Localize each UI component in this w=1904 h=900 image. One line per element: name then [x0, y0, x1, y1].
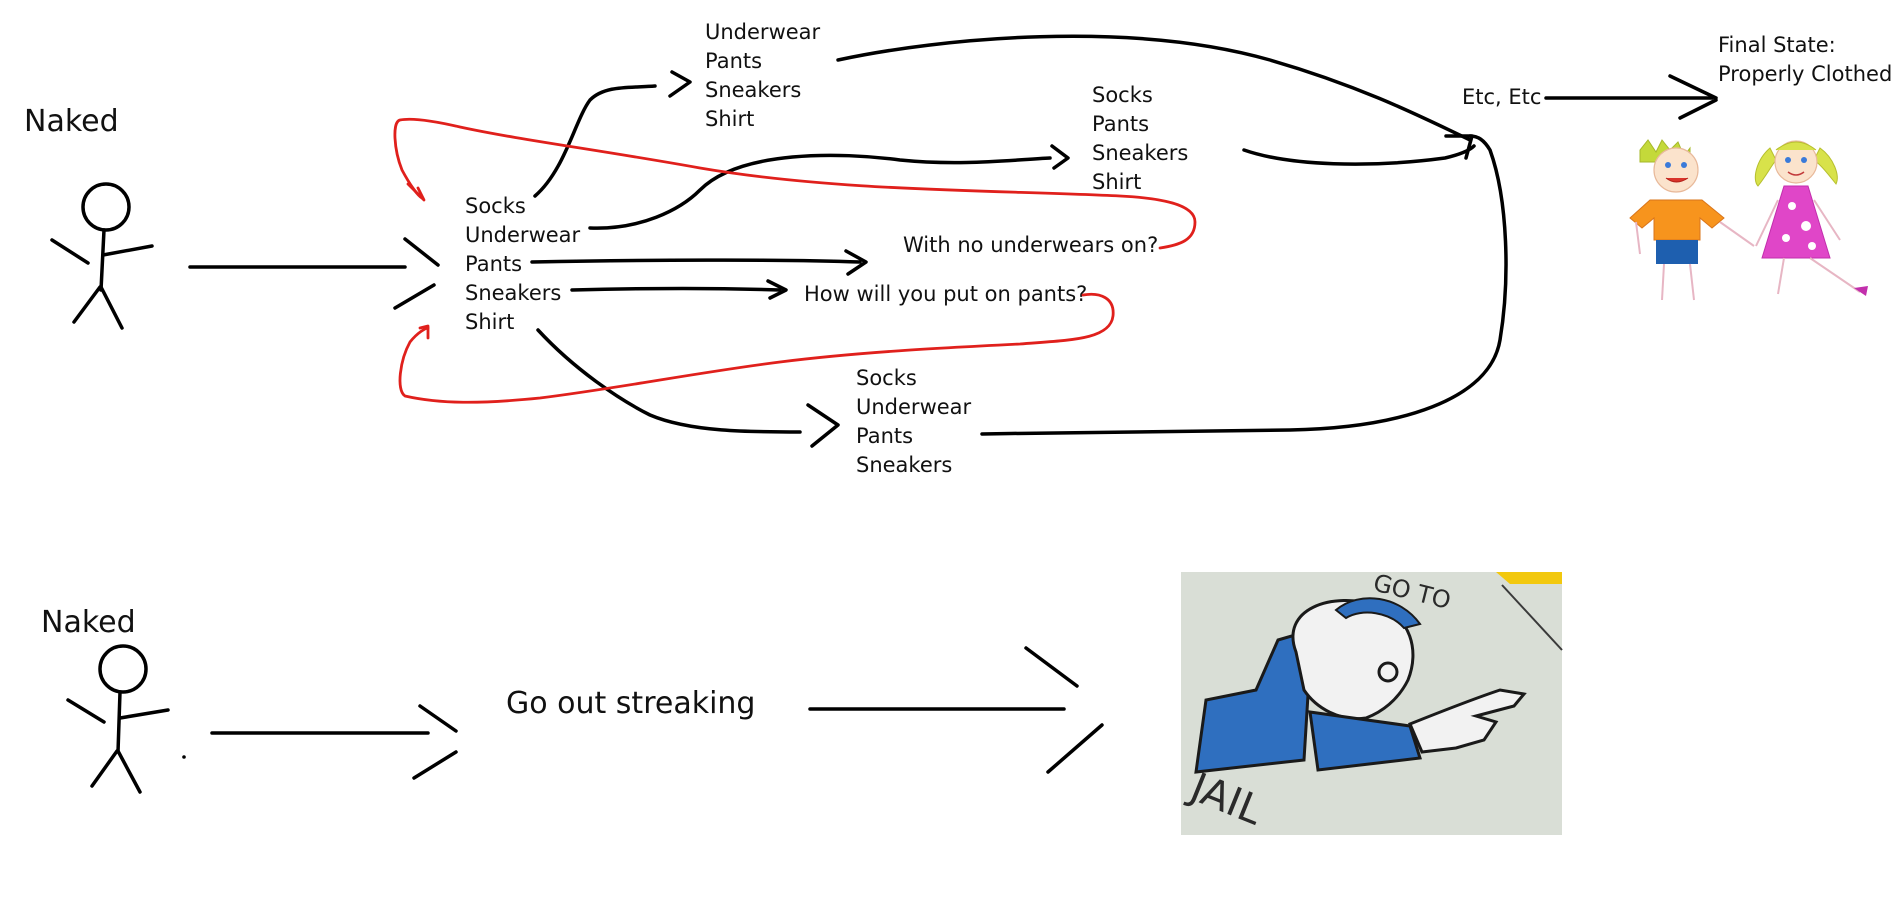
- action-label: Go out streaking: [506, 686, 755, 721]
- branch-b-item: Socks: [1092, 83, 1153, 107]
- red-loop-underwear: [393, 117, 1197, 250]
- sneakers-arrow-connector: [570, 279, 788, 300]
- top-start-label: Naked: [24, 104, 119, 139]
- branch-b-item: Shirt: [1092, 170, 1141, 194]
- question-pants: How will you put on pants?: [804, 282, 1087, 306]
- stick-figure-icon: [50, 182, 154, 330]
- final-state-line-2: Properly Clothed: [1718, 62, 1892, 86]
- branch-b-list: Socks Pants Sneakers Shirt: [1092, 83, 1188, 194]
- branch-c-item: Pants: [856, 424, 913, 448]
- bottom-start-label: Naked: [41, 605, 136, 640]
- base-item: Shirt: [465, 310, 514, 334]
- branch-b-item: Pants: [1092, 112, 1149, 136]
- base-item: Pants: [465, 252, 522, 276]
- branch-c-to-etc-connector: [980, 134, 1508, 436]
- final-state-line-1: Final State:: [1718, 33, 1836, 57]
- branch-b-to-etc-connector: [1242, 144, 1476, 166]
- jail-arrow: [808, 646, 1104, 774]
- base-items-list: Socks Underwear Pants Sneakers Shirt: [465, 194, 581, 334]
- branch-c-item: Socks: [856, 366, 917, 390]
- branch-b-item: Sneakers: [1092, 141, 1188, 165]
- branch-c-list: Socks Underwear Pants Sneakers: [856, 366, 972, 477]
- children-clipart-icon: [1629, 139, 1868, 301]
- go-to-jail-icon: GO TO JAIL: [1181, 569, 1563, 835]
- red-loop-pants: [398, 292, 1115, 404]
- branch-a-item: Underwear: [705, 20, 821, 44]
- branch-a-to-etc-connector: [836, 34, 1472, 142]
- branch-b-connector: [588, 144, 1070, 230]
- branch-a-item: Pants: [705, 49, 762, 73]
- branch-a-connector: [533, 70, 692, 198]
- base-item: Sneakers: [465, 281, 561, 305]
- branch-c-item: Sneakers: [856, 453, 952, 477]
- question-no-underwear: With no underwears on?: [903, 233, 1158, 257]
- branch-c-item: Underwear: [856, 395, 972, 419]
- branch-a-list: Underwear Pants Sneakers Shirt: [705, 20, 821, 131]
- branch-a-item: Sneakers: [705, 78, 801, 102]
- branch-c-connector: [536, 328, 840, 448]
- base-item: Underwear: [465, 223, 581, 247]
- etc-to-final-arrow: [1544, 74, 1718, 120]
- etc-arrowhead: [1444, 134, 1474, 160]
- etc-label: Etc, Etc: [1462, 85, 1541, 109]
- pants-arrow-connector: [530, 249, 868, 276]
- stick-figure-icon: [66, 644, 186, 794]
- streaking-arrow: [210, 704, 458, 780]
- base-item: Socks: [465, 194, 526, 218]
- branch-a-item: Shirt: [705, 107, 754, 131]
- start-arrow: [188, 237, 440, 310]
